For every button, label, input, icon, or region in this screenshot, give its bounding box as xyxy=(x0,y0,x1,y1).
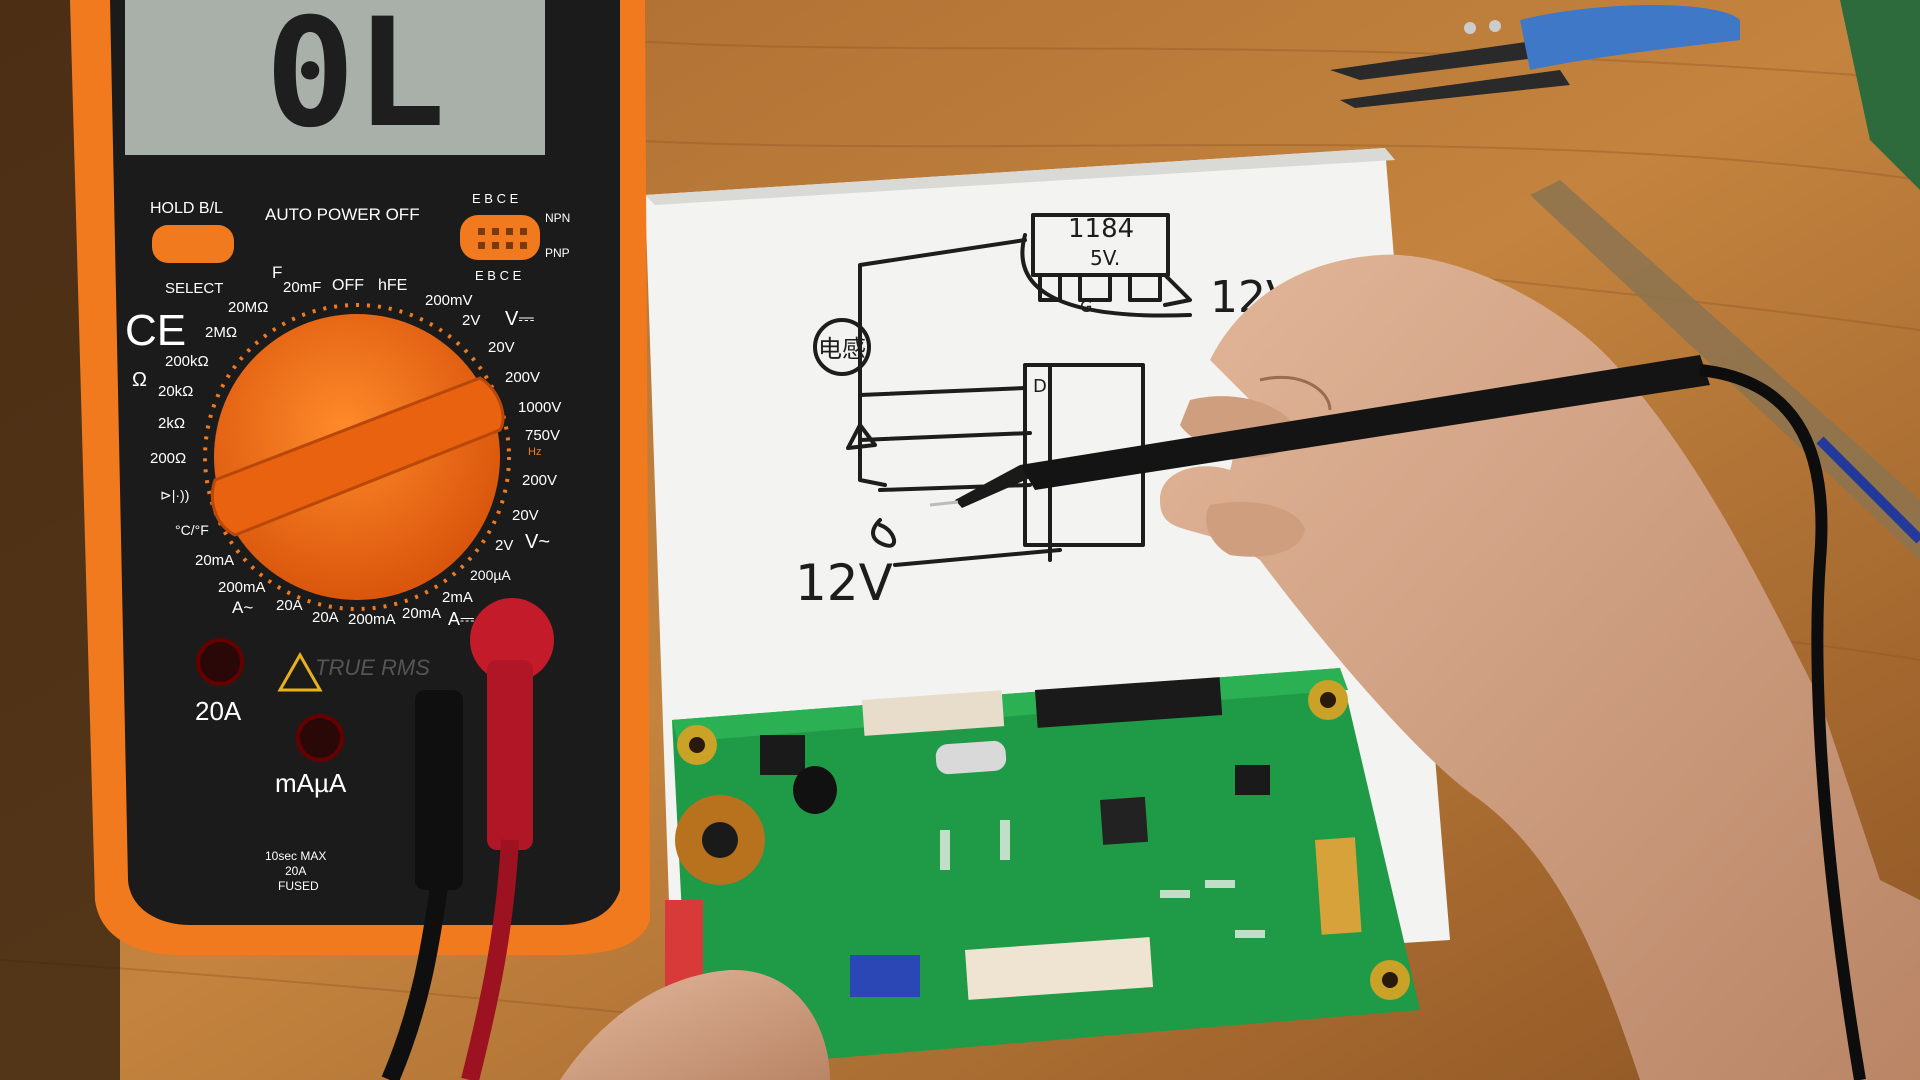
range-200mv: 200mV xyxy=(425,292,473,309)
pcb-corner-top-right xyxy=(1840,0,1920,190)
range-2v-dc: 2V xyxy=(462,312,480,329)
range-2mohm: 2MΩ xyxy=(205,324,237,341)
thumb xyxy=(560,969,830,1080)
ic-chip-small xyxy=(760,735,805,775)
range-1000v: 1000V xyxy=(518,399,561,416)
ebce-bottom: E B C E xyxy=(475,268,522,283)
select-label: SELECT xyxy=(165,280,223,297)
regulator-chip-outline xyxy=(1031,213,1170,277)
range-200v-ac: 200V xyxy=(522,472,557,489)
range-2v-ac: 2V xyxy=(495,537,513,554)
range-diode-continuity: ⊳|·)) xyxy=(160,487,189,503)
range-200ma-left: 200mA xyxy=(218,579,266,596)
chip-arc xyxy=(1020,233,1192,318)
white-connector-bottom xyxy=(965,937,1154,1000)
range-v-ac: V~ xyxy=(525,531,550,553)
ebce-top: E B C E xyxy=(472,191,519,206)
range-hfe: hFE xyxy=(378,277,407,294)
range-20v-ac: 20V xyxy=(512,507,539,524)
blue-pencil xyxy=(1816,436,1920,544)
chip-voltage-label: 5V. xyxy=(1090,246,1120,270)
rotary-dial-ring xyxy=(203,303,511,611)
yellow-connector xyxy=(1314,837,1362,935)
red-probe-plug-top xyxy=(470,598,554,682)
drain-pin-label: D xyxy=(1033,376,1047,397)
hold-label: HOLD B/L xyxy=(150,200,223,217)
ic-chip-small xyxy=(1235,765,1270,795)
range-a-ac: A~ xyxy=(232,598,253,617)
input-jack-maua[interactable] xyxy=(296,714,344,762)
range-20mf: 20mF xyxy=(283,279,321,296)
auto-power-off-label: AUTO POWER OFF xyxy=(265,205,420,224)
chip-pin-label: G xyxy=(1080,297,1092,316)
dial-range-labels: F 20mF OFF hFE 200mV 2V V⎓ 20V 200V 1000… xyxy=(132,263,561,629)
lcd-screen xyxy=(125,0,545,155)
input-jack-20a[interactable] xyxy=(196,638,244,686)
range-200ohm: 200Ω xyxy=(150,450,186,467)
black-probe-plug xyxy=(415,690,463,890)
range-20a-dc: 20A xyxy=(312,609,339,626)
range-2ma-dc: 2mA xyxy=(442,589,473,606)
lcd-reading: 0L xyxy=(265,0,446,161)
range-f: F xyxy=(272,263,282,282)
range-ohm-symbol: Ω xyxy=(132,369,147,391)
crystal xyxy=(935,740,1007,775)
transistor-socket xyxy=(460,215,540,260)
inductor-circle xyxy=(813,318,871,376)
fused-note-line2: 20A xyxy=(285,864,306,878)
range-20mohm: 20MΩ xyxy=(228,299,268,316)
range-20v-dc: 20V xyxy=(488,339,515,356)
range-200ma-dc: 200mA xyxy=(348,611,396,628)
range-200kohm: 200kΩ xyxy=(165,353,209,370)
diode-symbol xyxy=(846,423,877,450)
range-200v-dc: 200V xyxy=(505,369,540,386)
range-20kohm: 20kΩ xyxy=(158,383,193,400)
port-20a-label: 20A xyxy=(195,696,242,726)
range-v-dc: V⎓ xyxy=(505,308,534,330)
range-2kohm: 2kΩ xyxy=(158,415,185,432)
pnp-label: PNP xyxy=(545,246,570,260)
schematic-labels: 1184 5V. G 12V 12V 电感 D xyxy=(795,214,1296,612)
test-leads xyxy=(381,598,554,1080)
black-test-probe xyxy=(929,355,1866,1080)
thread-snips xyxy=(1330,5,1740,108)
range-750v: 750V xyxy=(525,427,560,444)
inductor-label: 电感 xyxy=(818,335,866,363)
knob-pointer-ridge[interactable] xyxy=(210,376,505,537)
range-20ma-left: 20mA xyxy=(195,552,234,569)
capacitor xyxy=(793,766,837,814)
ce-mark: CE xyxy=(125,306,186,355)
hold-button[interactable] xyxy=(152,225,234,263)
npn-label: NPN xyxy=(545,211,570,225)
port-maua-label: mAµA xyxy=(275,768,347,798)
paper-shadow xyxy=(645,148,1395,205)
white-connector xyxy=(862,690,1005,736)
fused-note-line3: FUSED xyxy=(278,879,319,893)
range-off: OFF xyxy=(332,277,364,294)
fused-note-line1: 10sec MAX xyxy=(265,849,326,863)
range-20ma-dc: 20mA xyxy=(402,605,441,622)
voltage-label-left: 12V xyxy=(795,554,893,612)
red-probe-plug xyxy=(487,660,533,850)
warning-triangle-icon xyxy=(277,651,323,692)
range-a-dc: A⎓ xyxy=(448,609,474,629)
digital-multimeter: 0L HOLD B/L AUTO POWER OFF SELECT E B C … xyxy=(70,0,650,955)
true-rms-label: TRUE RMS xyxy=(315,655,430,680)
range-20a-left: 20A xyxy=(276,597,303,614)
range-hz: Hz xyxy=(528,446,541,458)
range-200ua: 200µA xyxy=(470,567,511,583)
pin-header xyxy=(1034,677,1223,728)
chip-part-number: 1184 xyxy=(1068,214,1134,244)
ic-chip xyxy=(1100,796,1149,845)
hand-drawn-schematic xyxy=(813,213,1192,567)
range-temperature: °C/°F xyxy=(175,522,209,538)
blue-connector xyxy=(850,955,920,997)
